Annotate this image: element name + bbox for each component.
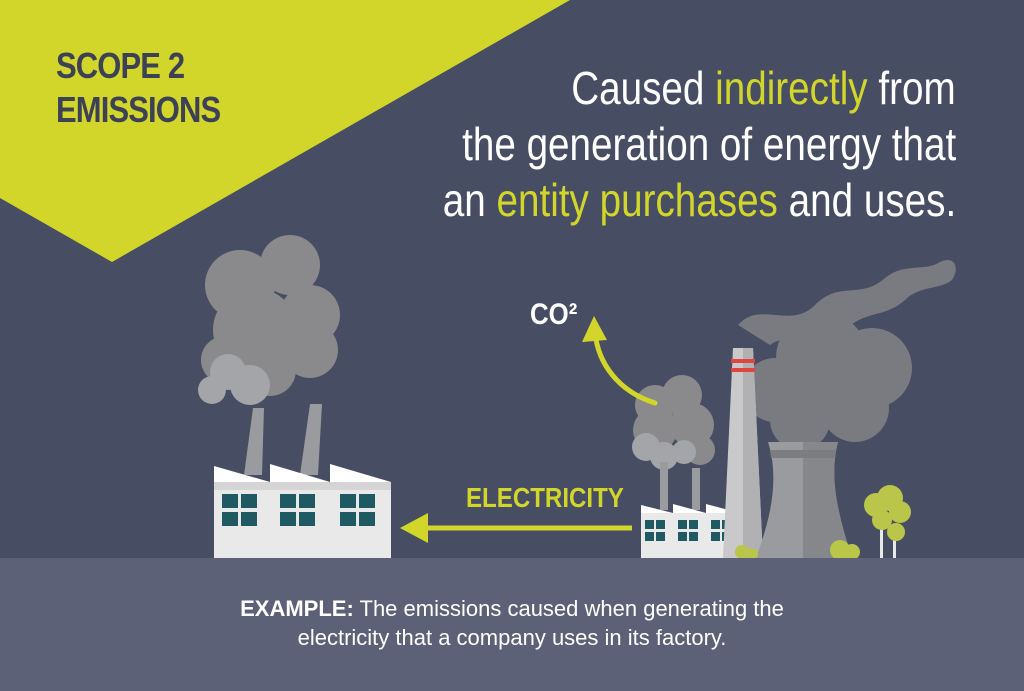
- factory-icon: [214, 404, 391, 558]
- headline-text: an: [442, 174, 497, 226]
- smoke-icon: [198, 354, 270, 405]
- electricity-label: ELECTRICITY: [466, 482, 624, 513]
- badge-banner: [0, 0, 570, 262]
- headline-text: and uses.: [777, 174, 956, 226]
- arrow-icon: [582, 316, 658, 406]
- example-label: EXAMPLE:: [240, 596, 354, 621]
- headline-highlight: indirectly: [715, 62, 868, 114]
- example-line-2: electricity that a company uses in its f…: [297, 625, 727, 650]
- co2-label: CO²: [530, 298, 578, 331]
- badge-title-line-1: SCOPE 2: [56, 45, 185, 86]
- badge-title-line-2: EMISSIONS: [56, 89, 221, 130]
- headline-text: Caused: [571, 62, 716, 114]
- smoke-icon: [633, 375, 715, 465]
- headline-text: from: [867, 62, 956, 114]
- smoke-icon: [632, 433, 696, 470]
- smoke-icon: [738, 260, 956, 450]
- arrow-icon: [400, 513, 632, 543]
- ground-band: [0, 558, 1024, 691]
- example-text: The emissions caused when generating the: [353, 596, 784, 621]
- tree-icon: [735, 485, 911, 560]
- cooling-tower-icon: [756, 442, 852, 558]
- power-plant-icon: [723, 348, 763, 558]
- example-line-1: EXAMPLE: The emissions caused when gener…: [0, 594, 1024, 623]
- headline-highlight: entity purchases: [496, 174, 778, 226]
- headline-line-1: Caused indirectly from: [572, 60, 956, 116]
- headline-line-2: the generation of energy that: [461, 118, 956, 170]
- example-caption: EXAMPLE: The emissions caused when gener…: [0, 594, 1024, 652]
- headline-line-3: an entity purchases and uses.: [443, 172, 956, 228]
